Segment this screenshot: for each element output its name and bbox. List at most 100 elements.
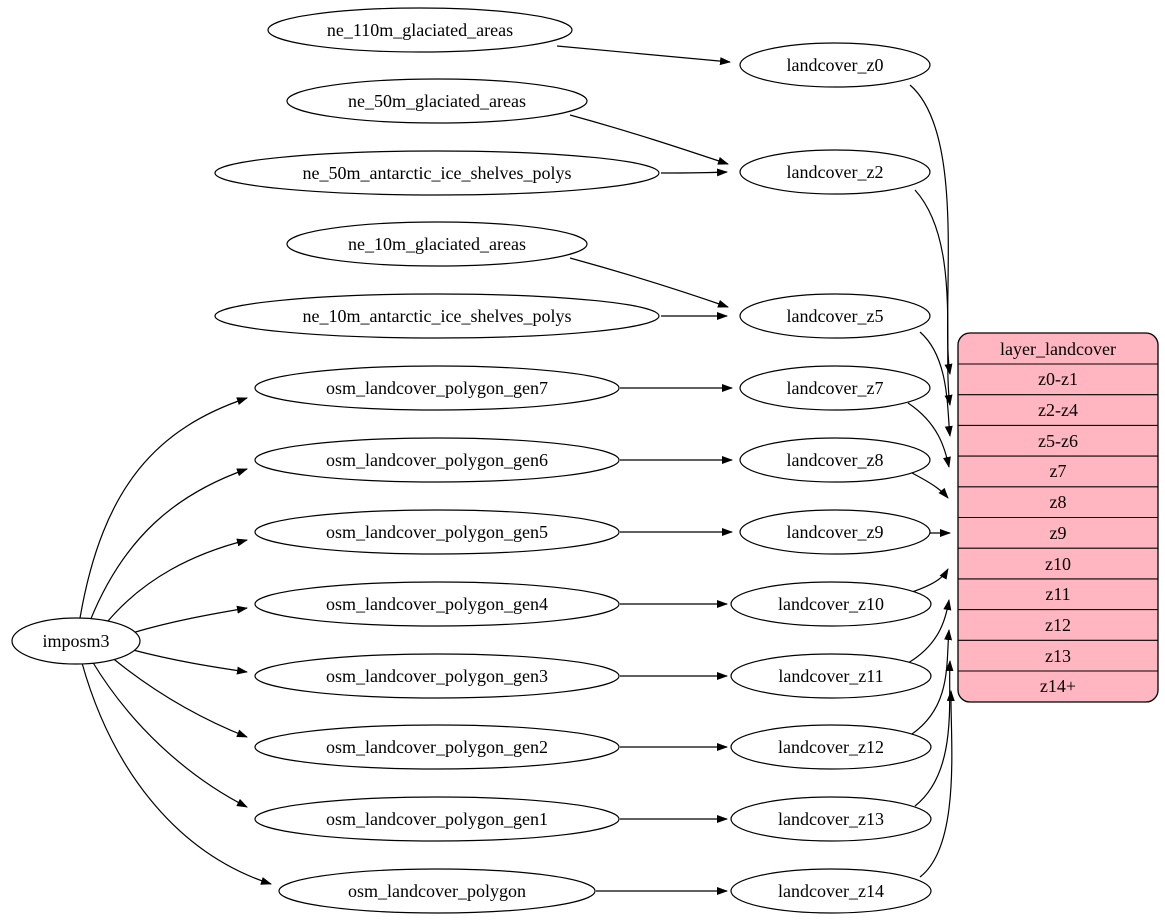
node-ellipse <box>11 617 141 665</box>
node-ellipse <box>739 437 931 483</box>
node-ellipse <box>214 150 660 196</box>
edge-landcover-z8-to-row-z8 <box>911 472 949 499</box>
node-ellipse <box>254 365 620 411</box>
node-ellipse <box>739 42 931 88</box>
node-ellipse <box>214 293 660 339</box>
node-ellipse <box>730 653 932 699</box>
node-ellipse <box>730 796 932 842</box>
node-ellipse <box>730 724 932 770</box>
node-landcover-z8: landcover_z8 <box>739 437 931 483</box>
node-label: landcover_z14 <box>778 881 884 901</box>
edge-landcover-z7-to-row-z7 <box>907 402 951 468</box>
node-ellipse <box>739 365 931 411</box>
table-row-label-z13: z13 <box>1045 646 1071 666</box>
node-label: landcover_z9 <box>787 522 884 542</box>
table-row-label-z5-z6: z5-z6 <box>1038 431 1078 451</box>
node-label: osm_landcover_polygon_gen5 <box>326 522 548 542</box>
edge-landcover-z11-to-row-z11 <box>907 599 952 664</box>
node-landcover-z14: landcover_z14 <box>730 868 932 914</box>
node-ellipse <box>254 796 620 842</box>
table-row-label-z12: z12 <box>1045 615 1071 635</box>
node-ellipse <box>739 509 931 555</box>
node-ellipse <box>254 653 620 699</box>
node-label: landcover_z11 <box>778 666 883 686</box>
node-ellipse <box>254 437 620 483</box>
node-label: osm_landcover_polygon <box>348 881 526 901</box>
node-imposm3: imposm3 <box>11 617 141 665</box>
table-row-label-z8: z8 <box>1050 492 1067 512</box>
node-ellipse <box>286 78 588 124</box>
node-osm-landcover-polygon-gen2: osm_landcover_polygon_gen2 <box>254 724 620 770</box>
edge-landcover-z0-to-row-z0-z1 <box>909 84 953 375</box>
edge-imposm3-to-osm-landcover-polygon-gen6 <box>89 468 248 622</box>
edge-imposm3-to-osm-landcover-polygon-gen5 <box>102 538 248 628</box>
edge-landcover-z13-to-row-z13 <box>914 660 954 807</box>
node-label: imposm3 <box>42 631 109 651</box>
node-label: landcover_z12 <box>778 737 884 757</box>
edge-landcover-z10-to-row-z10 <box>911 568 949 593</box>
table-row-label-z14plus: z14+ <box>1040 676 1076 696</box>
node-osm-landcover-polygon-gen7: osm_landcover_polygon_gen7 <box>254 365 620 411</box>
node-ne-10m-glaciated-areas: ne_10m_glaciated_areas <box>286 221 588 267</box>
table-title: layer_landcover <box>1000 339 1116 359</box>
node-ellipse <box>739 149 931 195</box>
edge-group <box>79 45 955 895</box>
node-ellipse <box>278 868 596 914</box>
node-label: landcover_z10 <box>778 594 884 614</box>
node-label: osm_landcover_polygon_gen2 <box>326 737 548 757</box>
table-row-label-z10: z10 <box>1045 554 1071 574</box>
node-landcover-z0: landcover_z0 <box>739 42 931 88</box>
node-label: landcover_z8 <box>787 450 884 470</box>
node-label: ne_50m_glaciated_areas <box>348 91 526 111</box>
edge-ne-50m-antarctic-ice-shelves-polys-to-landcover-z2 <box>660 168 728 177</box>
node-landcover-z5: landcover_z5 <box>739 293 931 339</box>
edge-imposm3-to-osm-landcover-polygon-gen3 <box>132 649 248 675</box>
edge-imposm3-to-osm-landcover-polygon-gen4 <box>131 605 248 634</box>
node-landcover-z12: landcover_z12 <box>730 724 932 770</box>
edge-ne-50m-glaciated-areas-to-landcover-z2 <box>569 114 729 165</box>
table-row-label-z2-z4: z2-z4 <box>1038 400 1078 420</box>
node-ellipse <box>254 581 620 627</box>
node-ellipse <box>286 221 588 267</box>
node-label: landcover_z5 <box>787 306 884 326</box>
node-landcover-z2: landcover_z2 <box>739 149 931 195</box>
node-label: landcover_z7 <box>787 378 884 398</box>
node-label: landcover_z2 <box>787 162 884 182</box>
edge-imposm3-to-osm-landcover-polygon-gen1 <box>91 660 248 808</box>
node-label: osm_landcover_polygon_gen1 <box>326 809 548 829</box>
edge-landcover-z12-to-row-z12 <box>911 629 953 735</box>
node-label: osm_landcover_polygon_gen6 <box>326 450 548 470</box>
edge-landcover-z2-to-row-z2-z4 <box>914 189 953 406</box>
node-osm-landcover-polygon-gen1: osm_landcover_polygon_gen1 <box>254 796 620 842</box>
edge-ne-10m-glaciated-areas-to-landcover-z5 <box>569 257 729 308</box>
node-ellipse <box>254 509 620 555</box>
edge-imposm3-to-osm-landcover-polygon <box>81 662 272 885</box>
edge-ne-110m-glaciated-areas-to-landcover-z0 <box>556 45 731 66</box>
node-landcover-z7: landcover_z7 <box>739 365 931 411</box>
node-label: osm_landcover_polygon_gen3 <box>326 666 548 686</box>
node-label: landcover_z0 <box>787 55 884 75</box>
table-row-label-z0-z1: z0-z1 <box>1038 369 1078 389</box>
edge-imposm3-to-osm-landcover-polygon-gen7 <box>79 397 248 619</box>
table-row-label-z9: z9 <box>1050 523 1067 543</box>
node-label: ne_110m_glaciated_areas <box>327 20 513 40</box>
node-landcover-z10: landcover_z10 <box>730 581 932 627</box>
node-label: ne_10m_glaciated_areas <box>348 234 526 254</box>
node-label: landcover_z13 <box>778 809 884 829</box>
node-ne-110m-glaciated-areas: ne_110m_glaciated_areas <box>267 7 573 53</box>
node-ne-10m-antarctic-ice-shelves-polys: ne_10m_antarctic_ice_shelves_polys <box>214 293 660 339</box>
table-layer-landcover: layer_landcover z0-z1 z2-z4 z5-z6 z7 z8 … <box>957 332 1159 703</box>
node-label: ne_50m_antarctic_ice_shelves_polys <box>303 163 572 183</box>
node-osm-landcover-polygon: osm_landcover_polygon <box>278 868 596 914</box>
node-landcover-z13: landcover_z13 <box>730 796 932 842</box>
table-row-label-z7: z7 <box>1050 461 1067 481</box>
node-ellipse <box>739 293 931 339</box>
node-ne-50m-antarctic-ice-shelves-polys: ne_50m_antarctic_ice_shelves_polys <box>214 150 660 196</box>
node-osm-landcover-polygon-gen5: osm_landcover_polygon_gen5 <box>254 509 620 555</box>
node-label: osm_landcover_polygon_gen4 <box>326 594 548 614</box>
table-row-label-z11: z11 <box>1045 584 1070 604</box>
node-landcover-z11: landcover_z11 <box>730 653 932 699</box>
node-osm-landcover-polygon-gen3: osm_landcover_polygon_gen3 <box>254 653 620 699</box>
